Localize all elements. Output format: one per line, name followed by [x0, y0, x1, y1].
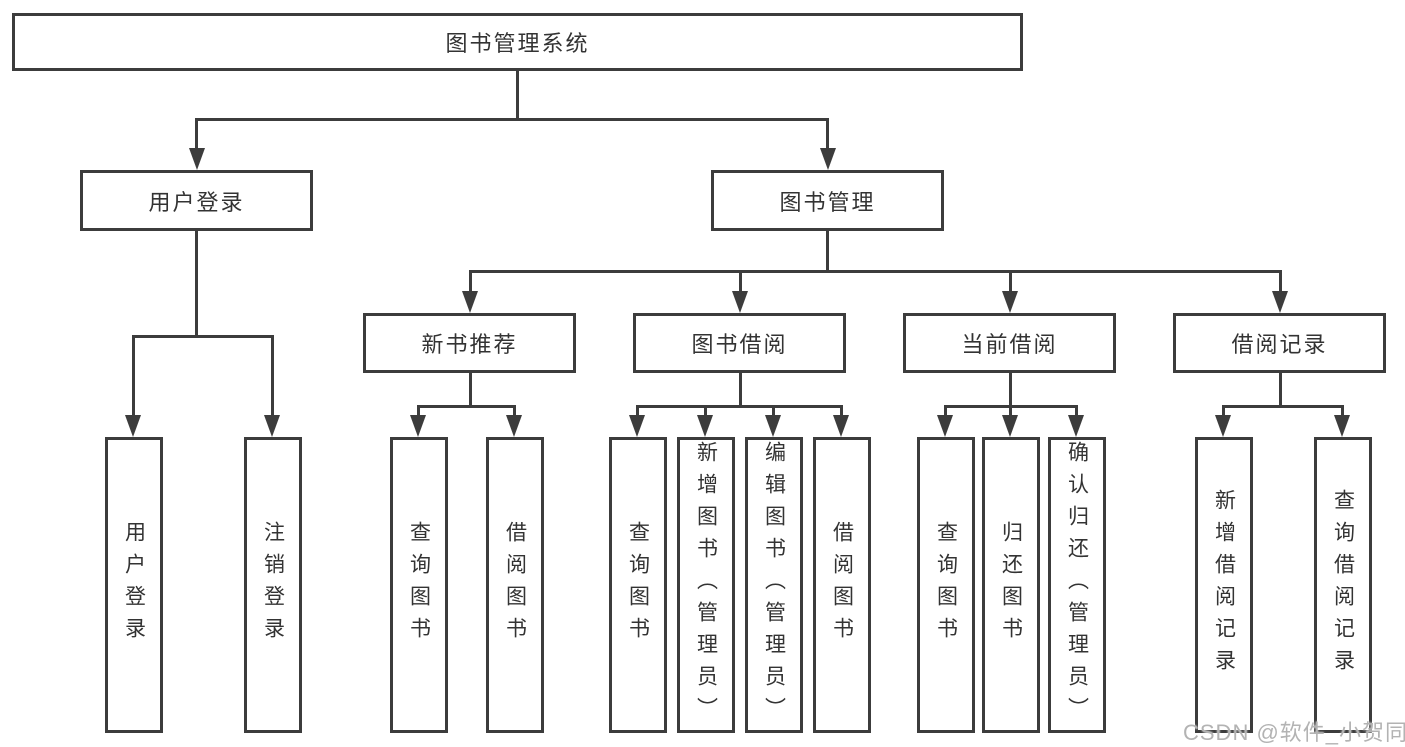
node-new-book-recommend: 新书推荐 — [363, 313, 576, 373]
leaf-logout: 注销登录 — [244, 437, 302, 733]
connector-line — [417, 405, 420, 417]
connector-line — [513, 405, 516, 417]
leaf-query-books-borrow-label: 查询图书 — [626, 521, 650, 649]
leaf-borrow-books: 借阅图书 — [813, 437, 871, 733]
leaf-borrow-books-recommend-label: 借阅图书 — [503, 521, 527, 649]
arrow-down-icon — [937, 415, 953, 437]
connector-line — [826, 228, 829, 272]
leaf-confirm-return-admin-label: 确认归还（管理员） — [1065, 441, 1089, 729]
connector-line — [944, 405, 947, 417]
connector-line — [1279, 270, 1282, 293]
connector-line — [469, 270, 1281, 273]
leaf-user-login: 用户登录 — [105, 437, 163, 733]
arrow-down-icon — [264, 415, 280, 437]
connector-line — [271, 335, 274, 417]
arrow-down-icon — [1215, 415, 1231, 437]
leaf-query-books-current: 查询图书 — [917, 437, 975, 733]
leaf-query-books-recommend-label: 查询图书 — [407, 521, 431, 649]
connector-line — [1009, 405, 1012, 417]
node-book-management-label: 图书管理 — [779, 189, 876, 215]
arrow-down-icon — [833, 415, 849, 437]
leaf-borrow-books-label: 借阅图书 — [830, 521, 854, 649]
connector-line — [1279, 371, 1282, 408]
connector-line — [704, 405, 707, 417]
leaf-return-books: 归还图书 — [982, 437, 1040, 733]
arrow-down-icon — [629, 415, 645, 437]
arrow-down-icon — [765, 415, 781, 437]
leaf-query-books-current-label: 查询图书 — [934, 521, 958, 649]
leaf-logout-label: 注销登录 — [261, 521, 285, 649]
node-book-borrow-label: 图书借阅 — [691, 332, 788, 357]
connector-line — [132, 335, 135, 417]
leaf-confirm-return-admin: 确认归还（管理员） — [1048, 437, 1106, 733]
leaf-query-borrow-record: 查询借阅记录 — [1314, 437, 1372, 733]
node-library-system-label: 图书管理系统 — [445, 31, 590, 56]
connector-line — [417, 405, 516, 408]
node-borrow-records-label: 借阅记录 — [1231, 332, 1328, 357]
connector-line — [1341, 405, 1344, 417]
arrow-down-icon — [1068, 415, 1084, 437]
node-user-login-label: 用户登录 — [148, 189, 245, 215]
leaf-add-borrow-record-label: 新增借阅记录 — [1212, 489, 1236, 681]
connector-line — [772, 405, 775, 417]
arrow-down-icon — [506, 415, 522, 437]
leaf-query-books-recommend: 查询图书 — [390, 437, 448, 733]
arrow-down-icon — [410, 415, 426, 437]
arrow-down-icon — [1002, 291, 1018, 313]
connector-line — [1009, 270, 1012, 293]
leaf-edit-books-admin: 编辑图书（管理员） — [745, 437, 803, 733]
arrow-down-icon — [1272, 291, 1288, 313]
leaf-add-books-admin: 新增图书（管理员） — [677, 437, 735, 733]
node-current-borrow: 当前借阅 — [903, 313, 1116, 373]
arrow-down-icon — [189, 148, 205, 170]
arrow-down-icon — [820, 148, 836, 170]
connector-line — [840, 405, 843, 417]
leaf-query-borrow-record-label: 查询借阅记录 — [1331, 489, 1355, 681]
watermark: CSDN @软件_小贺同学 — [1183, 720, 1405, 745]
node-user-login: 用户登录 — [80, 170, 313, 231]
node-library-system: 图书管理系统 — [12, 13, 1023, 71]
connector-line — [1222, 405, 1344, 408]
node-book-management: 图书管理 — [711, 170, 944, 231]
connector-line — [739, 270, 742, 293]
leaf-query-books-borrow: 查询图书 — [609, 437, 667, 733]
leaf-user-login-label: 用户登录 — [122, 521, 146, 649]
leaf-borrow-books-recommend: 借阅图书 — [486, 437, 544, 733]
connector-line — [1009, 371, 1012, 408]
node-current-borrow-label: 当前借阅 — [961, 332, 1058, 357]
arrow-down-icon — [462, 291, 478, 313]
connector-line — [1075, 405, 1078, 417]
connector-line — [636, 405, 843, 408]
arrow-down-icon — [1334, 415, 1350, 437]
leaf-edit-books-admin-label: 编辑图书（管理员） — [762, 441, 786, 729]
connector-line — [195, 118, 829, 121]
connector-line — [739, 371, 742, 408]
connector-line — [132, 335, 274, 338]
arrow-down-icon — [732, 291, 748, 313]
connector-line — [1222, 405, 1225, 417]
node-borrow-records: 借阅记录 — [1173, 313, 1386, 373]
connector-line — [195, 118, 198, 150]
arrow-down-icon — [697, 415, 713, 437]
arrow-down-icon — [125, 415, 141, 437]
leaf-return-books-label: 归还图书 — [999, 521, 1023, 649]
connector-line — [636, 405, 639, 417]
node-new-book-recommend-label: 新书推荐 — [421, 332, 518, 357]
connector-line — [195, 228, 198, 337]
connector-line — [469, 270, 472, 293]
node-book-borrow: 图书借阅 — [633, 313, 846, 373]
arrow-down-icon — [1002, 415, 1018, 437]
leaf-add-borrow-record: 新增借阅记录 — [1195, 437, 1253, 733]
leaf-add-books-admin-label: 新增图书（管理员） — [694, 441, 718, 729]
connector-line — [826, 118, 829, 150]
connector-line — [469, 371, 472, 408]
connector-line — [516, 71, 519, 121]
